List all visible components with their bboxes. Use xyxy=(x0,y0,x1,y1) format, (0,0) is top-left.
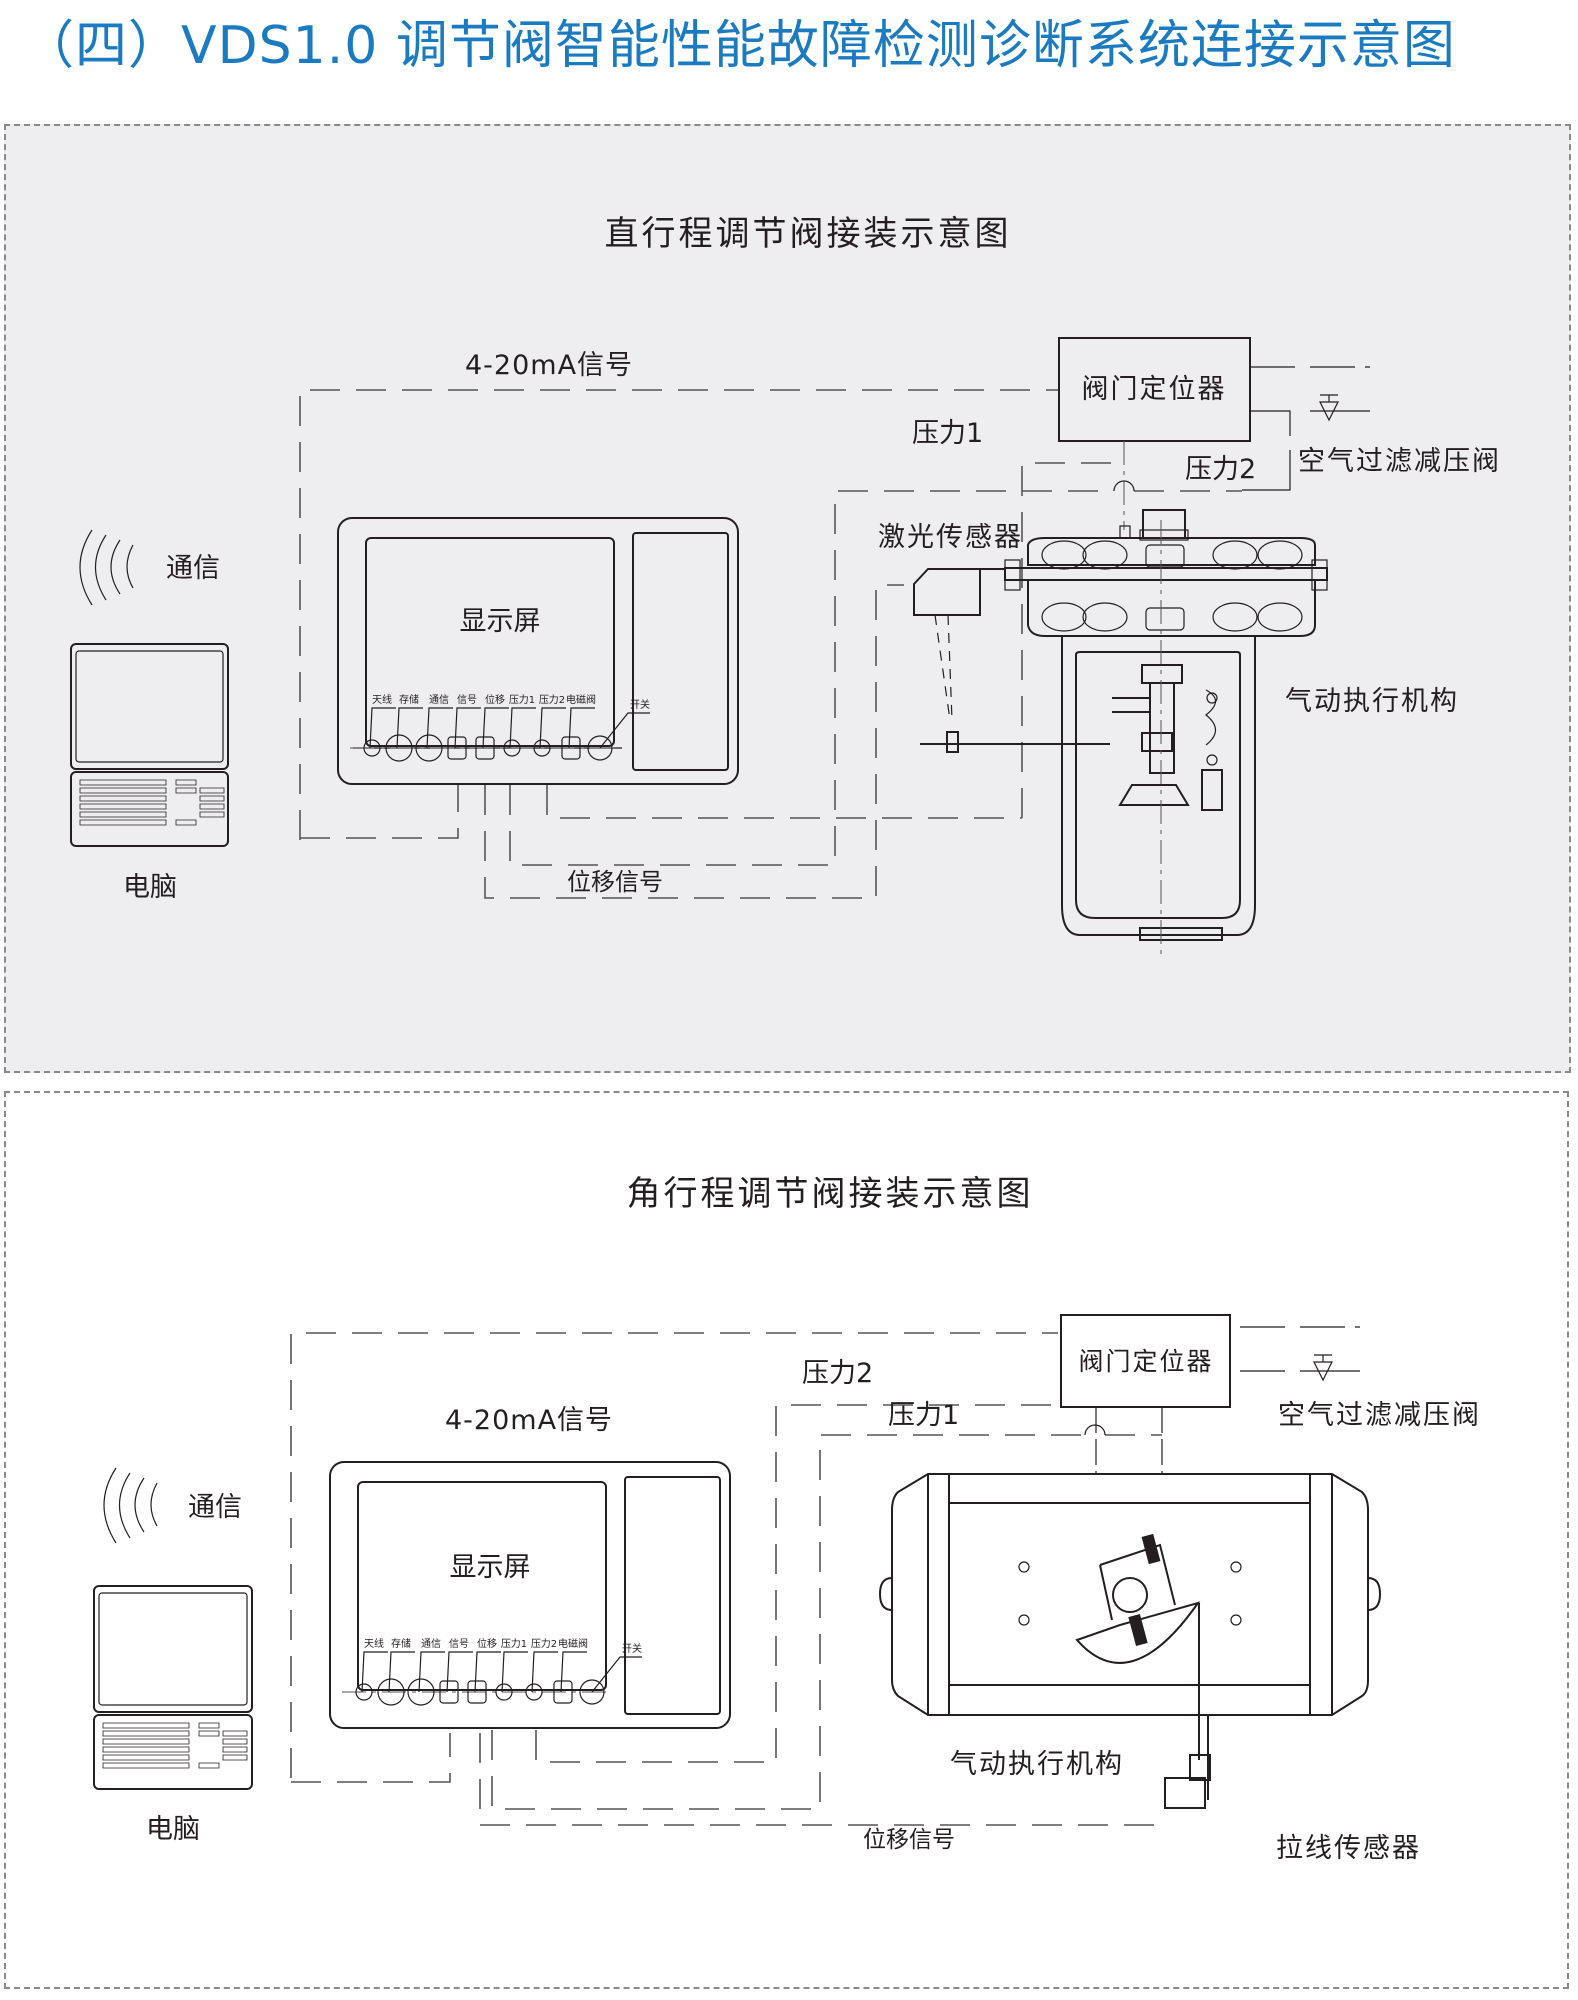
filter-symbol-icon xyxy=(1319,394,1339,422)
port-connector xyxy=(467,1680,487,1704)
linear-valve-panel xyxy=(4,124,1571,1073)
signal-label: 4-20mA信号 xyxy=(465,350,633,381)
port-label: 存储 xyxy=(391,1637,411,1650)
valve-positioner: 阀门定位器 xyxy=(1060,1314,1360,1475)
pressure1-label: 压力1 xyxy=(912,418,983,449)
port-connector xyxy=(385,734,413,762)
port-label: 压力1 xyxy=(501,1637,527,1650)
diagnostic-instrument xyxy=(329,1461,731,1729)
laser-sensor-label: 激光传感器 xyxy=(878,522,1023,553)
port-label: 通信 xyxy=(429,694,449,706)
pressure1-line xyxy=(546,462,1124,819)
positioner-label: 阀门定位器 xyxy=(1082,374,1227,405)
displacement-label: 位移信号 xyxy=(863,1827,955,1853)
port-label: 电磁阀 xyxy=(566,693,596,706)
port-label: 压力2 xyxy=(531,1637,557,1650)
laser-sensor xyxy=(913,568,1110,753)
display-label: 显示屏 xyxy=(460,606,541,637)
actuator-label: 气动执行机构 xyxy=(950,1749,1124,1780)
port-label: 天线 xyxy=(364,1637,384,1650)
page-title: （四）VDS1.0 调节阀智能性能故障检测诊断系统连接示意图 xyxy=(22,16,1456,76)
air-filter-label: 空气过滤减压阀 xyxy=(1298,446,1501,477)
power-switch xyxy=(579,1679,605,1705)
computer-label: 电脑 xyxy=(123,872,177,903)
port-connector xyxy=(355,1683,373,1701)
valve-positioner: 阀门定位器 xyxy=(1058,337,1370,530)
switch-label: 开关 xyxy=(630,698,650,711)
port-label: 压力1 xyxy=(509,693,535,706)
port-connector xyxy=(495,1683,513,1701)
filter-symbol-icon xyxy=(1313,1354,1333,1382)
port-label: 存储 xyxy=(399,693,419,706)
displacement-line xyxy=(484,584,904,899)
port-connector xyxy=(503,739,521,757)
switch-label: 开关 xyxy=(622,1642,642,1655)
communication-icon xyxy=(79,529,134,606)
diagnostic-instrument xyxy=(337,517,739,785)
port-connector xyxy=(363,739,381,757)
port-connector xyxy=(533,739,551,757)
port-connector xyxy=(439,1680,459,1704)
port-connector xyxy=(525,1683,543,1701)
signal-line xyxy=(290,1332,1058,1778)
pressure2-label: 压力2 xyxy=(1185,454,1256,485)
computer-icon xyxy=(93,1585,253,1790)
comm-label: 通信 xyxy=(166,553,220,584)
pressure1-label: 压力1 xyxy=(888,1400,959,1431)
computer-label: 电脑 xyxy=(146,1814,200,1845)
signal-label: 4-20mA信号 xyxy=(445,1405,613,1436)
displacement-line xyxy=(479,1733,1165,1826)
power-switch xyxy=(587,735,613,761)
signal-line-return xyxy=(300,785,459,839)
port-connector xyxy=(447,736,467,760)
linear-diagram: 直行程调节阀接装示意图 4-20mA信号 阀门定位器 空气过滤减压阀 压力1 压… xyxy=(70,214,1501,960)
rotary-diagram-heading: 角行程调节阀接装示意图 xyxy=(627,1174,1034,1214)
signal-line xyxy=(299,389,1058,840)
port-label: 天线 xyxy=(372,693,392,706)
wire-sensor-label: 拉线传感器 xyxy=(1276,1833,1421,1864)
port-connector xyxy=(475,736,495,760)
positioner-label: 阀门定位器 xyxy=(1078,1347,1213,1376)
actuator-label: 气动执行机构 xyxy=(1285,686,1459,717)
displacement-label: 位移信号 xyxy=(567,868,663,896)
pressure2-label: 压力2 xyxy=(802,1358,873,1389)
port-label: 压力2 xyxy=(539,693,565,706)
port-label: 信号 xyxy=(457,694,477,706)
port-label: 位移 xyxy=(477,1637,497,1650)
port-connector xyxy=(377,1678,405,1706)
signal-line-return xyxy=(291,1733,451,1783)
port-connector xyxy=(561,736,581,760)
port-label: 电磁阀 xyxy=(558,1637,588,1650)
communication-icon xyxy=(103,1467,158,1544)
computer-icon xyxy=(70,643,229,847)
pressure1-line xyxy=(491,1434,1162,1810)
air-filter-label: 空气过滤减压阀 xyxy=(1278,1400,1481,1431)
port-label: 通信 xyxy=(421,1638,441,1650)
rotary-diagram: 角行程调节阀接装示意图 4-20mA信号 阀门定位器 空气过滤减压阀 压力2 压… xyxy=(93,1174,1481,1864)
linear-diagram-heading: 直行程调节阀接装示意图 xyxy=(605,214,1012,254)
display-label: 显示屏 xyxy=(450,1552,531,1583)
pressure2-line xyxy=(509,490,1242,866)
rotary-valve-panel xyxy=(4,1091,1569,1989)
linear-actuator xyxy=(1004,509,1328,960)
port-connector xyxy=(415,734,443,762)
port-label: 信号 xyxy=(449,1638,469,1650)
rotary-actuator xyxy=(878,1473,1382,1809)
pressure2-line xyxy=(535,1404,1060,1763)
comm-label: 通信 xyxy=(188,1492,242,1523)
port-label: 位移 xyxy=(485,693,505,706)
wire-sensor-icon xyxy=(1164,1777,1206,1809)
port-connector xyxy=(553,1680,573,1704)
port-connector xyxy=(407,1678,435,1706)
